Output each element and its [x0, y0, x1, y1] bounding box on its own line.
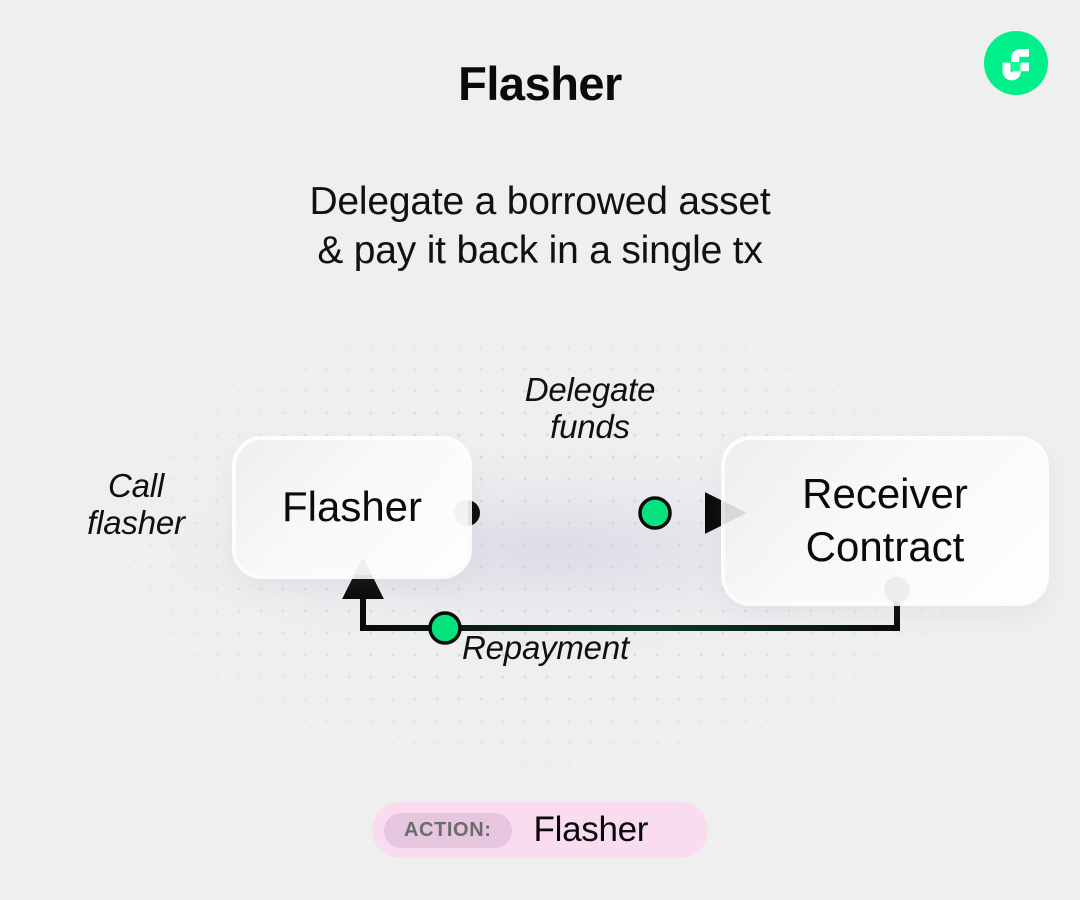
action-badge: ACTION: Flasher	[372, 802, 708, 858]
node-receiver-contract[interactable]: Receiver Contract	[725, 440, 1045, 602]
call-flasher-line-2: flasher	[87, 503, 185, 541]
node-receiver-label-line-2: Contract	[805, 523, 965, 570]
flow-node-repayment	[428, 611, 462, 645]
edge-label-repayment: Repayment	[462, 629, 629, 666]
page-subtitle: Delegate a borrowed asset & pay it back …	[0, 177, 1080, 275]
call-flasher-line-1: Call	[107, 467, 165, 504]
flow-logo-icon	[984, 31, 1048, 95]
page-title: Flasher	[458, 57, 622, 110]
wire-repayment	[342, 557, 900, 631]
node-receiver-label-line-1: Receiver	[802, 470, 968, 518]
edge-label-call-flasher: Call flasher	[40, 467, 232, 542]
flow-diagram: Flasher Receiver Contract Call flasher D…	[0, 330, 1080, 790]
flow-node-delegate	[638, 496, 672, 530]
delegate-funds-line-2: funds	[550, 407, 630, 445]
node-flasher[interactable]: Flasher	[236, 440, 468, 575]
subtitle-line-2: & pay it back in a single tx	[317, 229, 763, 273]
subtitle-line-1: Delegate a borrowed asset	[309, 180, 771, 223]
action-chip-label: ACTION:	[384, 812, 512, 848]
edge-label-delegate-funds: Delegate funds	[465, 371, 715, 446]
node-flasher-label: Flasher	[281, 483, 423, 531]
delegate-funds-line-1: Delegate	[524, 371, 656, 408]
action-value: Flasher	[533, 810, 649, 849]
